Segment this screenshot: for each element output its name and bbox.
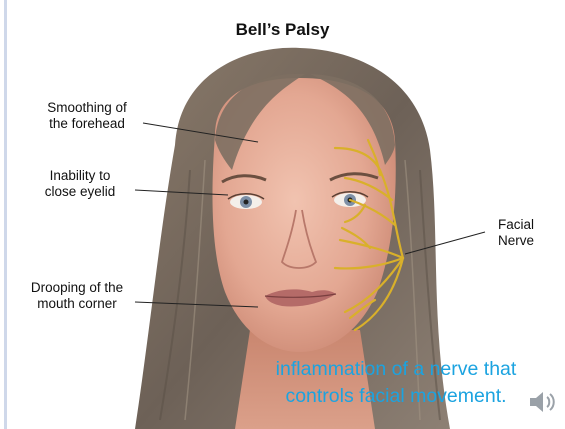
- label-line: close eyelid: [24, 184, 136, 200]
- label-line: Drooping of the: [14, 280, 140, 296]
- label-line: Smoothing of: [24, 100, 150, 116]
- label-inability-close-eyelid: Inability to close eyelid: [24, 168, 136, 200]
- caption-line: inflammation of a nerve that: [236, 356, 556, 383]
- label-line: the forehead: [24, 116, 150, 132]
- slide-caption: inflammation of a nerve that controls fa…: [236, 356, 556, 410]
- label-line: Facial: [485, 217, 547, 233]
- label-drooping-mouth-corner: Drooping of the mouth corner: [14, 280, 140, 312]
- caption-line: controls facial movement.: [236, 383, 556, 410]
- speaker-icon[interactable]: [526, 386, 558, 418]
- label-smoothing-forehead: Smoothing of the forehead: [24, 100, 150, 132]
- label-facial-nerve: Facial Nerve: [485, 217, 547, 249]
- label-line: mouth corner: [14, 296, 140, 312]
- label-line: Inability to: [24, 168, 136, 184]
- label-line: Nerve: [485, 233, 547, 249]
